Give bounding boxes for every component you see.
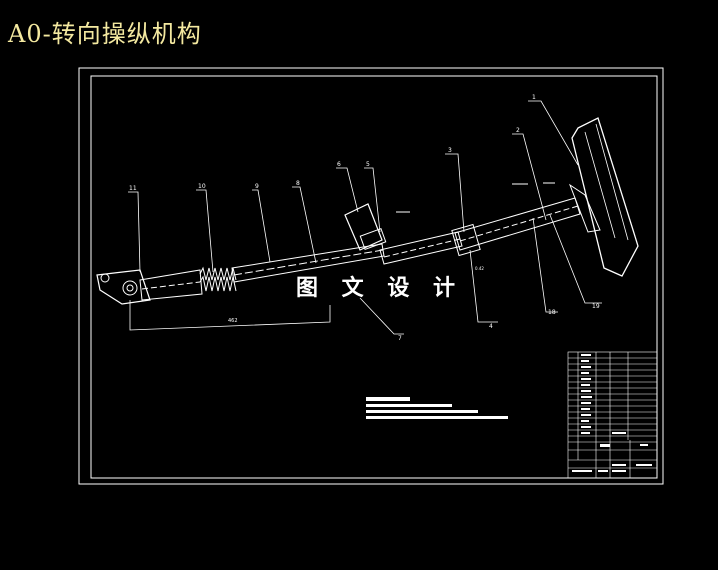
svg-text:0.42: 0.42: [475, 266, 484, 271]
upper-column: [454, 197, 581, 251]
part-label-8: 8: [296, 180, 300, 187]
part-label-1: 1: [532, 94, 536, 101]
drawing-title: A0-转向操纵机构: [8, 20, 202, 48]
inner-frame: [90, 75, 658, 479]
technical-notes: [366, 397, 508, 419]
spring-coil: [199, 266, 237, 292]
part-label-19: 19: [592, 303, 600, 310]
part-label-4: 4: [489, 323, 493, 330]
watermark-text: 图 文 设 计: [296, 276, 463, 301]
part-label-3: 3: [448, 147, 452, 154]
part-label-9: 9: [255, 183, 259, 190]
steering-assembly: 462 0.42: [96, 117, 639, 331]
part-label-6: 6: [337, 161, 341, 168]
part-label-5: 5: [366, 161, 370, 168]
part-label-2: 2: [516, 127, 520, 134]
joint-block: [344, 203, 383, 251]
part-label-7: 7: [398, 335, 402, 342]
title-block: [567, 351, 658, 479]
lower-yoke: [96, 269, 151, 305]
part-labels: 1 2 3 4 5 6 7 8 9 10 11 18 19: [129, 94, 600, 342]
part-label-18: 18: [548, 309, 556, 316]
part-label-11: 11: [129, 185, 137, 192]
part-label-10: 10: [198, 183, 206, 190]
svg-text:462: 462: [228, 318, 238, 324]
steering-wheel: [571, 117, 639, 277]
leader-lines: [128, 100, 602, 335]
outer-frame: [78, 67, 664, 485]
